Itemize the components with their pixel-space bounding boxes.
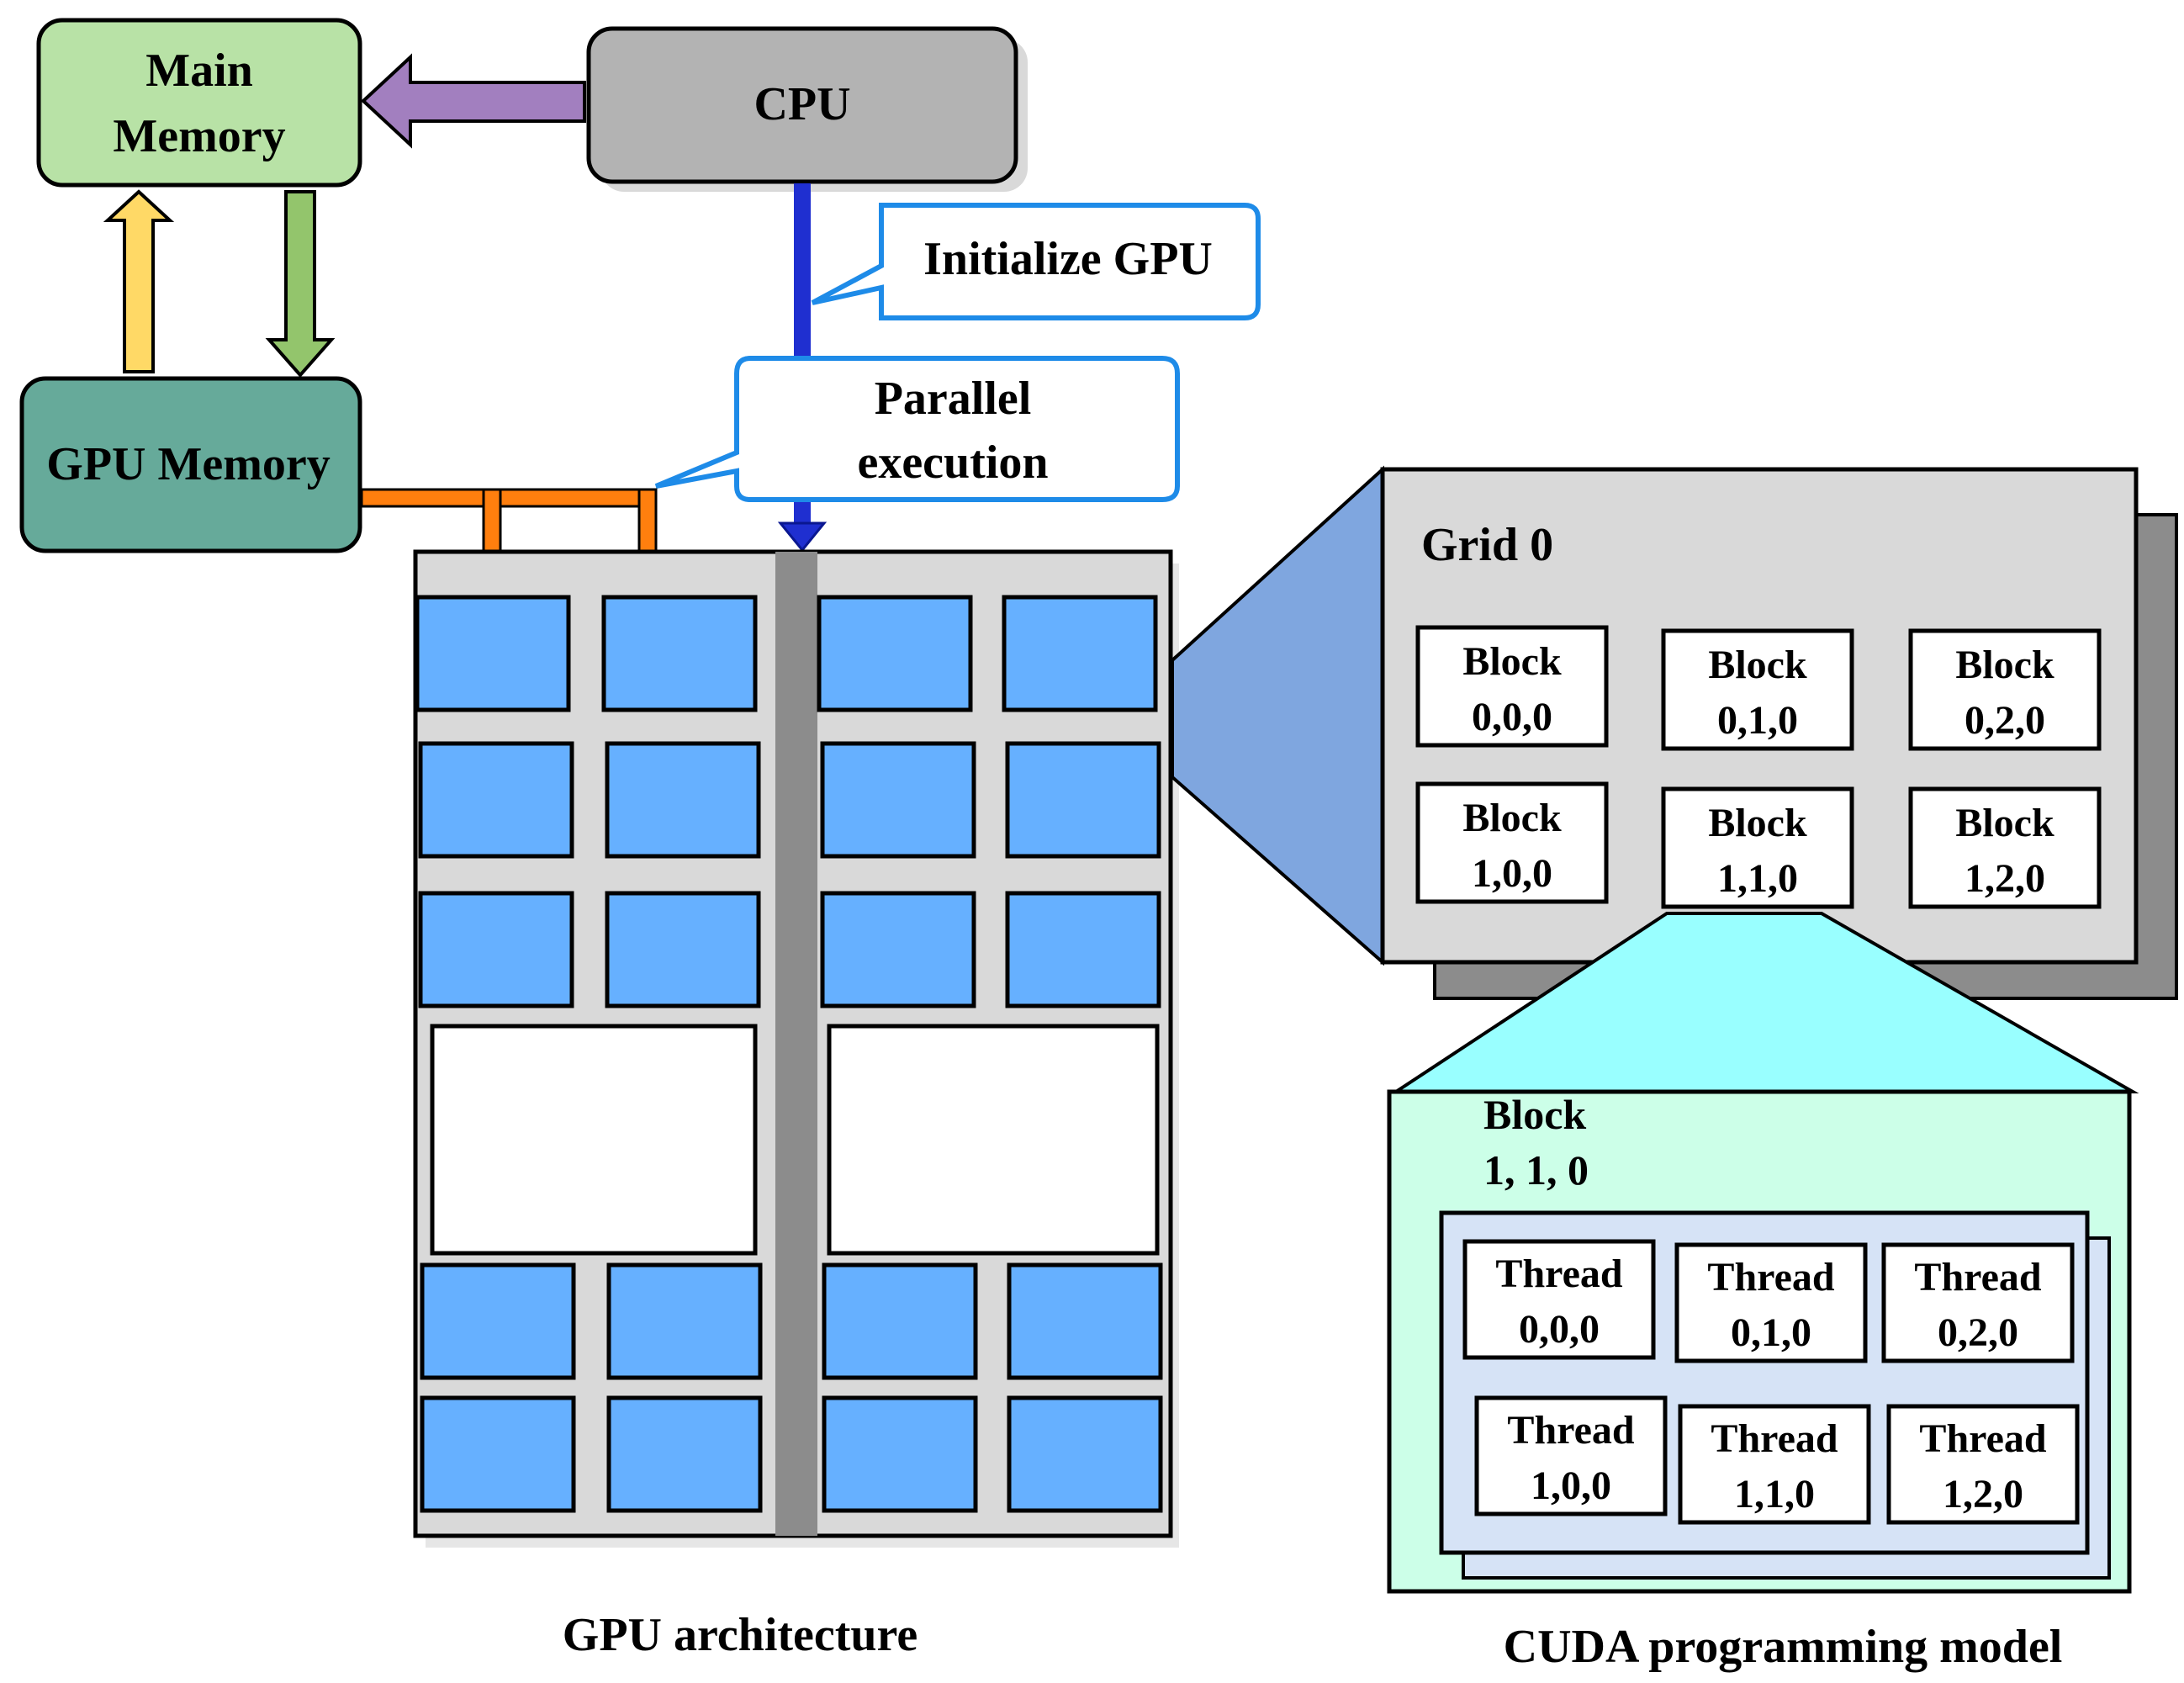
gpu-core-4-3 bbox=[1007, 1395, 1163, 1513]
gpu-core-4-2 bbox=[822, 1395, 978, 1513]
grid-block-word-2: Block bbox=[1955, 643, 2054, 687]
thread-id-0: 0,0,0 bbox=[1519, 1307, 1600, 1352]
arrow-gpu-memory-to-main-memory bbox=[103, 189, 175, 373]
gpu-core-4-0 bbox=[420, 1395, 576, 1513]
gpu-core-grid bbox=[415, 595, 1163, 1513]
gpu-core-3-3 bbox=[1007, 1262, 1163, 1380]
thread-word-1: Thread bbox=[1707, 1255, 1834, 1299]
gpu-core-1-3 bbox=[1005, 741, 1161, 859]
grid-block-id-3: 1,0,0 bbox=[1472, 851, 1552, 896]
gpu-core-3-2 bbox=[822, 1262, 978, 1380]
thread-word-4: Thread bbox=[1711, 1416, 1838, 1461]
thread-word-2: Thread bbox=[1914, 1255, 2041, 1299]
thread-box-1 bbox=[1674, 1242, 1868, 1363]
grid-block-word-1: Block bbox=[1708, 643, 1807, 687]
thread-box-0 bbox=[1462, 1239, 1656, 1360]
grid-block-id-0: 0,0,0 bbox=[1472, 695, 1552, 739]
block-funnel bbox=[1390, 912, 2139, 1093]
grid-block-5 bbox=[1908, 786, 2102, 909]
grid-label: Grid 0 bbox=[1421, 519, 1553, 571]
grid-block-id-2: 0,2,0 bbox=[1965, 698, 2045, 743]
grid-block-3 bbox=[1415, 781, 1609, 904]
thread-word-0: Thread bbox=[1495, 1252, 1622, 1296]
cpu-label: CPU bbox=[754, 78, 850, 130]
grid-block-word-5: Block bbox=[1955, 801, 2054, 845]
main-memory-label-line2: Memory bbox=[113, 110, 285, 162]
arrow-main-memory-to-gpu-memory bbox=[265, 190, 336, 378]
gpu-bus bbox=[775, 552, 817, 1536]
gpu-core-1-1 bbox=[605, 741, 761, 859]
gpu-core-2-3 bbox=[1005, 891, 1161, 1008]
grid-block-word-4: Block bbox=[1708, 801, 1807, 845]
gpu-core-2-2 bbox=[820, 891, 976, 1008]
gpu-core-0-1 bbox=[601, 595, 758, 712]
block-detail-label-line2: 1, 1, 0 bbox=[1483, 1146, 1589, 1193]
thread-box-3 bbox=[1474, 1395, 1668, 1516]
gpu-core-2-0 bbox=[418, 891, 574, 1008]
gpu-core-4-1 bbox=[606, 1395, 763, 1513]
gpu-shared-memory-left bbox=[430, 1024, 758, 1256]
gpu-core-2-1 bbox=[605, 891, 761, 1008]
grid-funnel bbox=[1171, 465, 1384, 966]
grid-block-0 bbox=[1415, 625, 1609, 748]
gpu-shared-memory-right bbox=[827, 1024, 1160, 1256]
gpu-architecture-caption: GPU architecture bbox=[563, 1609, 917, 1661]
parallel-execution-label-line2: execution bbox=[857, 437, 1048, 489]
initialize-gpu-callout bbox=[811, 203, 1261, 320]
grid-block-list: Block0,0,0Block0,1,0Block0,2,0Block1,0,0… bbox=[1415, 625, 2102, 909]
thread-word-3: Thread bbox=[1507, 1408, 1634, 1453]
gpu-core-3-0 bbox=[420, 1262, 576, 1380]
gpu-memory-label: GPU Memory bbox=[46, 438, 330, 490]
thread-id-4: 1,1,0 bbox=[1734, 1472, 1815, 1516]
thread-box-5 bbox=[1886, 1404, 2080, 1525]
block-detail-label-line1: Block bbox=[1483, 1091, 1586, 1138]
parallel-execution-callout bbox=[654, 356, 1180, 502]
thread-list: Thread0,0,0Thread0,1,0Thread0,2,0Thread1… bbox=[1462, 1239, 2080, 1525]
gpu-core-0-0 bbox=[415, 595, 571, 712]
grid-block-word-3: Block bbox=[1462, 796, 1562, 840]
grid-block-1 bbox=[1661, 628, 1854, 751]
grid-block-word-0: Block bbox=[1462, 639, 1562, 684]
grid-block-id-1: 0,1,0 bbox=[1717, 698, 1798, 743]
thread-id-3: 1,0,0 bbox=[1531, 1463, 1611, 1508]
arrow-cpu-to-main-memory bbox=[361, 53, 586, 149]
thread-id-5: 1,2,0 bbox=[1943, 1472, 2023, 1516]
gpu-memory-box bbox=[19, 376, 362, 553]
thread-id-1: 0,1,0 bbox=[1731, 1310, 1811, 1355]
grid-block-id-5: 1,2,0 bbox=[1965, 856, 2045, 901]
grid-block-id-4: 1,1,0 bbox=[1717, 856, 1798, 901]
gpu-core-1-2 bbox=[820, 741, 976, 859]
gpu-core-0-2 bbox=[817, 595, 973, 712]
thread-word-5: Thread bbox=[1919, 1416, 2046, 1461]
main-memory-box bbox=[36, 18, 362, 188]
grid-block-2 bbox=[1908, 628, 2102, 751]
main-memory-label-line1: Main bbox=[145, 45, 253, 97]
cuda-model-caption: CUDA programming model bbox=[1504, 1621, 2063, 1673]
thread-box-4 bbox=[1678, 1404, 1871, 1525]
gpu-core-1-0 bbox=[418, 741, 574, 859]
cpu-to-gpu-arrowhead bbox=[777, 521, 828, 553]
thread-box-2 bbox=[1881, 1242, 2075, 1363]
thread-id-2: 0,2,0 bbox=[1938, 1310, 2018, 1355]
gpu-core-3-1 bbox=[606, 1262, 763, 1380]
initialize-gpu-label: Initialize GPU bbox=[923, 233, 1213, 285]
cpu-box bbox=[586, 26, 1018, 184]
gpu-core-0-3 bbox=[1002, 595, 1158, 712]
parallel-execution-label-line1: Parallel bbox=[875, 373, 1032, 425]
grid-block-4 bbox=[1661, 786, 1854, 909]
